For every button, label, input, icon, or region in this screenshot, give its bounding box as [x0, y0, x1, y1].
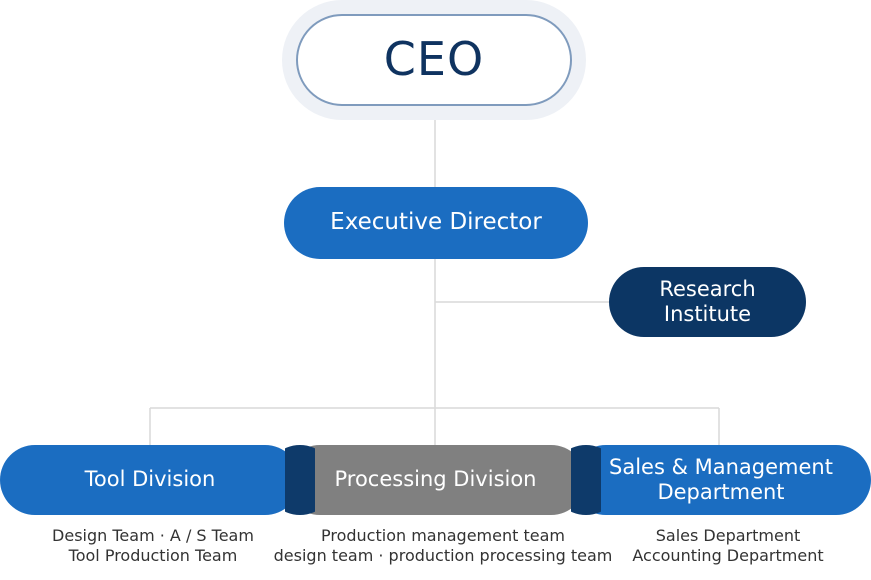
- processing-team-line1: Production management team: [321, 526, 565, 545]
- processing-division-node: Processing Division: [285, 445, 586, 515]
- executive-director-node: Executive Director: [284, 187, 588, 259]
- processing-division-teams: Production management team design team ·…: [262, 526, 624, 566]
- left-overlap-lens-shape: [285, 445, 315, 515]
- tool-team-line2: Tool Production Team: [68, 546, 238, 565]
- tool-division-teams: Design Team · A / S Team Tool Production…: [0, 526, 306, 566]
- sales-management-node: Sales & Management Department: [571, 445, 871, 515]
- tool-team-line1: Design Team · A / S Team: [52, 526, 254, 545]
- executive-director-label: Executive Director: [330, 209, 542, 236]
- ceo-label: CEO: [383, 32, 485, 87]
- sales-department-teams: Sales Department Accounting Department: [596, 526, 860, 566]
- right-overlap-lens-shape: [571, 445, 601, 515]
- sales-label-line2: Department: [657, 480, 785, 504]
- right-overlap-lens: [571, 445, 601, 515]
- tool-division-node: Tool Division: [0, 445, 300, 515]
- research-label-line2: Institute: [663, 302, 752, 326]
- sales-team-line2: Accounting Department: [632, 546, 824, 565]
- ceo-node: CEO: [296, 14, 572, 106]
- sales-label-line1: Sales & Management: [609, 454, 833, 479]
- tool-division-label: Tool Division: [84, 467, 216, 492]
- research-institute-node: Research Institute: [609, 267, 806, 337]
- sales-team-line1: Sales Department: [655, 526, 801, 545]
- processing-division-label: Processing Division: [334, 467, 537, 492]
- research-label-line1: Research: [659, 276, 756, 301]
- left-overlap-lens: [285, 445, 315, 515]
- processing-team-line2: design team · production processing team: [273, 546, 613, 565]
